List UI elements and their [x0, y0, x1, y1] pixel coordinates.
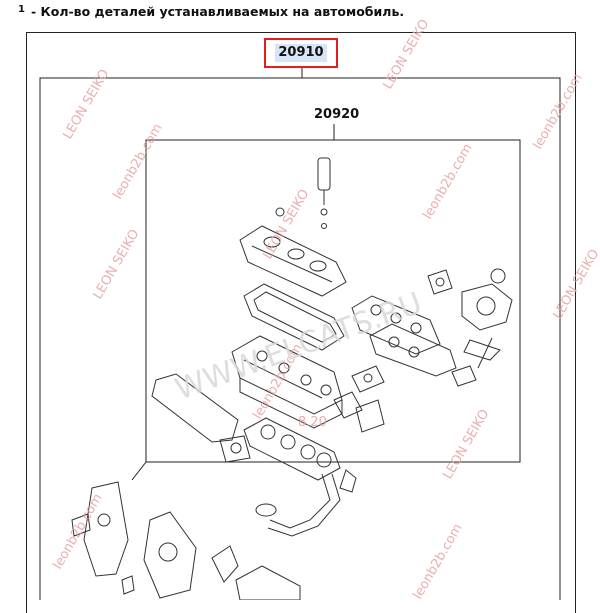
intake-gasket-part — [151, 365, 385, 463]
kit-boundary-20920 — [145, 124, 521, 463]
cylinder-head-part — [231, 335, 343, 429]
watermark-site: leonb2b.com — [110, 121, 165, 202]
head-cover-part — [239, 225, 347, 297]
callout-20910[interactable]: 20910 — [264, 38, 338, 68]
watermark-site: leonb2b.com — [420, 141, 475, 222]
quantity-note: 1 - Кол-во деталей устанавливаемых на авт… — [18, 4, 404, 19]
kit-boundary-20910 — [39, 68, 303, 600]
watermark-site: leonb2b.com — [50, 491, 105, 572]
watermark-date: 8.20 — [298, 415, 327, 430]
watermark-center: WWW.ELCATS.RU — [171, 286, 427, 408]
injector-part — [275, 157, 331, 229]
diagram-sheet — [26, 32, 576, 613]
manifold-gasket-part — [351, 295, 457, 377]
exploded-parts-diagram: LEON SEIKO LEON SEIKO LEON SEIKO LEON SE… — [39, 17, 600, 600]
note-number: 1 — [18, 4, 25, 15]
cover-gasket-part — [243, 283, 345, 351]
kit-boundary-20910-right — [302, 77, 561, 600]
watermark-layer: LEON SEIKO LEON SEIKO LEON SEIKO LEON SE… — [50, 17, 600, 600]
note-text: - Кол-во деталей устанавливаемых на авто… — [30, 4, 405, 19]
watermark-brand: LEON SEIKO — [440, 407, 492, 482]
callout-20920[interactable]: 20920 — [312, 107, 362, 123]
watermark-brand: LEON SEIKO — [90, 227, 142, 302]
watermark-brand: LEON SEIKO — [380, 17, 432, 92]
watermark-brand: LEON SEIKO — [260, 187, 312, 262]
watermark-site: leonb2b.com — [530, 71, 585, 152]
egr-pipe-part — [255, 469, 357, 537]
watermark-site: leonb2b.com — [410, 521, 465, 600]
turbo-gasket-part — [427, 268, 513, 387]
callout-20910-label: 20910 — [275, 44, 327, 62]
timing-cover-part — [71, 481, 301, 600]
watermark-brand: LEON SEIKO — [550, 247, 600, 322]
head-gasket-part — [243, 417, 341, 481]
